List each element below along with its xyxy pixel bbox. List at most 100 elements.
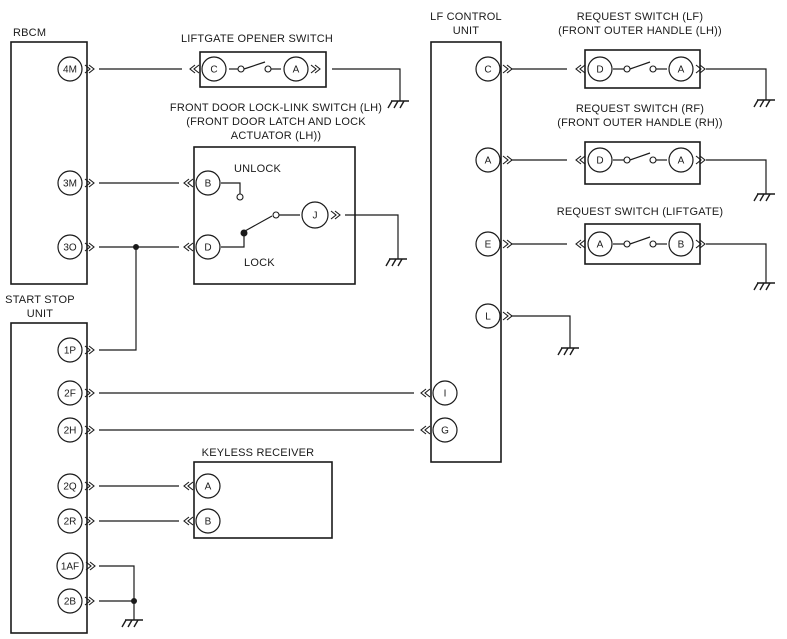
pin-lfcu-c: C — [475, 56, 513, 82]
pin-label: 3M — [63, 179, 77, 190]
pin-label: 2H — [64, 426, 77, 437]
connector-chevron-icon — [88, 178, 95, 188]
connector-chevron-icon — [84, 516, 91, 526]
switch-contact-icon — [613, 61, 667, 73]
request-switch-rf-label-2: (FRONT OUTER HANDLE (RH)) — [557, 117, 723, 129]
pin-kr-a: A — [183, 473, 221, 499]
pin-label: B — [205, 179, 212, 190]
connector-chevron-icon — [314, 64, 321, 74]
connector-chevron-icon — [187, 516, 194, 526]
connector-chevron-icon — [84, 596, 91, 606]
pin-label: I — [444, 389, 447, 400]
connector-chevron-icon — [183, 516, 190, 526]
connector-chevron-icon — [506, 155, 513, 165]
wire-3o-splice-1p — [99, 247, 137, 351]
pin-lfcu-a: A — [475, 147, 513, 173]
pin-label: A — [293, 65, 300, 76]
ground-icon — [753, 282, 775, 291]
connector-chevron-icon — [695, 155, 702, 165]
connector-chevron-icon — [85, 561, 92, 571]
request-switch-lf-label: REQUEST SWITCH (LF) — [577, 11, 703, 23]
front-door-lock-link-switch-label: FRONT DOOR LOCK-LINK SWITCH (LH) — [170, 102, 382, 114]
pin-label: C — [210, 65, 217, 76]
pin-kr-b: B — [183, 508, 221, 534]
pin-label: A — [678, 156, 685, 167]
pin-label: E — [485, 240, 492, 251]
pin-label: L — [485, 312, 491, 323]
connector-chevron-icon — [699, 239, 706, 249]
lf-control-unit-label-2: UNIT — [453, 25, 480, 37]
front-door-lock-link-switch-label-2: (FRONT DOOR LATCH AND LOCK — [186, 116, 366, 128]
pin-ssu-1p: 1P — [57, 337, 95, 363]
pin-rslg-a: A — [575, 231, 613, 257]
connector-chevron-icon — [579, 239, 586, 249]
wire-1af-ground — [99, 565, 135, 620]
switch-contact-icon — [613, 236, 667, 248]
pin-ssu-2h: 2H — [57, 417, 95, 443]
pin-label: 1AF — [61, 562, 79, 573]
connector-chevron-icon — [502, 239, 509, 249]
connector-chevron-icon — [575, 64, 582, 74]
connector-chevron-icon — [183, 481, 190, 491]
rbcm-label: RBCM — [13, 27, 46, 39]
start-stop-unit-label-2: UNIT — [27, 308, 54, 320]
pin-lgo-c: C — [189, 56, 227, 82]
connector-chevron-icon — [84, 345, 91, 355]
pin-rsrf-a: A — [668, 147, 706, 173]
connector-chevron-icon — [502, 64, 509, 74]
pin-label: 1P — [64, 346, 77, 357]
wire-door-j-ground — [345, 214, 399, 259]
pin-label: 2Q — [63, 482, 77, 493]
pin-label: 2B — [64, 597, 77, 608]
request-switch-rf-label: REQUEST SWITCH (RF) — [576, 103, 704, 115]
pin-label: D — [204, 243, 211, 254]
wire-rsrf-ground — [706, 159, 767, 194]
pin-fdl-j: J — [301, 201, 341, 229]
lock-label: LOCK — [244, 257, 275, 269]
pin-ssu-2f: 2F — [57, 380, 95, 406]
liftgate-opener-switch-label: LIFTGATE OPENER SWITCH — [181, 33, 333, 45]
connector-chevron-icon — [84, 178, 91, 188]
ground-icon — [753, 99, 775, 108]
pin-rbcm-3m: 3M — [57, 170, 95, 196]
ground-icon — [121, 619, 143, 628]
pin-label: 2R — [64, 517, 77, 528]
pin-lfcu-g: G — [420, 417, 458, 443]
connector-chevron-icon — [84, 481, 91, 491]
pin-lfcu-e: E — [475, 231, 513, 257]
wire-rslg-ground — [706, 243, 767, 283]
pin-rbcm-4m: 4M — [57, 56, 95, 82]
connector-chevron-icon — [183, 178, 190, 188]
pin-ssu-2b: 2B — [57, 588, 95, 614]
connector-chevron-icon — [579, 155, 586, 165]
pin-label: A — [205, 482, 212, 493]
connector-chevron-icon — [310, 64, 317, 74]
wire-rslf-ground — [706, 68, 767, 100]
connector-chevron-icon — [193, 64, 200, 74]
connector-chevron-icon — [187, 242, 194, 252]
connector-chevron-icon — [84, 242, 91, 252]
pin-lfcu-l: L — [475, 303, 513, 329]
connector-chevron-icon — [183, 242, 190, 252]
connector-chevron-icon — [88, 425, 95, 435]
pin-label: B — [205, 517, 212, 528]
switch-contact-icon — [229, 61, 281, 73]
pin-label: D — [596, 65, 603, 76]
request-switch-lf-label-2: (FRONT OUTER HANDLE (LH)) — [558, 25, 722, 37]
connector-chevron-icon — [579, 64, 586, 74]
pin-fdl-b: B — [183, 170, 221, 196]
connector-chevron-icon — [699, 64, 706, 74]
connector-chevron-icon — [502, 311, 509, 321]
unlock-label: UNLOCK — [234, 163, 282, 175]
connector-chevron-icon — [88, 481, 95, 491]
splice-point — [131, 598, 137, 604]
connector-chevron-icon — [424, 388, 431, 398]
connector-chevron-icon — [420, 425, 427, 435]
connector-chevron-icon — [88, 388, 95, 398]
ground-icon — [557, 347, 579, 356]
start-stop-unit-label: START STOP — [5, 294, 75, 306]
connector-chevron-icon — [88, 242, 95, 252]
connector-chevron-icon — [330, 210, 337, 220]
